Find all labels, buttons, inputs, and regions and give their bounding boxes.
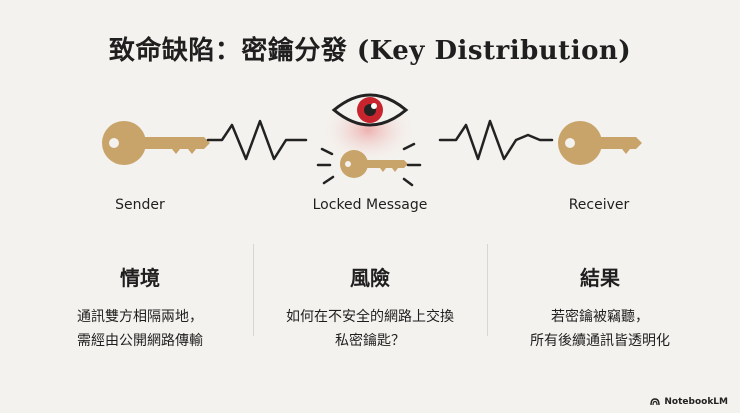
context-line-1: 通訊雙方相隔兩地， <box>77 309 203 325</box>
locked-message-key-icon <box>340 150 408 178</box>
column-divider <box>253 244 254 336</box>
alert-lines <box>316 142 422 187</box>
result-line-2: 所有後續通訊皆透明化 <box>530 333 670 349</box>
sender-label: Sender <box>115 197 165 213</box>
context-column: 情境 通訊雙方相隔兩地， 需經由公開網路傳輸 <box>25 262 255 353</box>
column-divider <box>487 244 488 336</box>
right-transmission-line <box>438 119 554 161</box>
page-title: 致命缺陷：密鑰分發 (Key Distribution) <box>108 36 632 66</box>
result-line-1: 若密鑰被竊聽， <box>551 309 649 325</box>
risk-column: 風險 如何在不安全的網路上交換 私密鑰匙？ <box>255 262 485 353</box>
risk-line-1: 如何在不安全的網路上交換 <box>286 309 454 325</box>
notebooklm-icon <box>650 398 661 406</box>
notebooklm-logo: NotebookLM <box>650 397 728 407</box>
risk-line-2: 私密鑰匙？ <box>335 333 405 349</box>
result-column: 結果 若密鑰被竊聽， 所有後續通訊皆透明化 <box>485 262 715 353</box>
context-line-2: 需經由公開網路傳輸 <box>77 333 203 349</box>
sender-key-icon <box>102 121 210 165</box>
eye-icon <box>331 93 409 127</box>
left-transmission-line <box>206 119 308 161</box>
brand-text: NotebookLM <box>664 397 728 407</box>
result-heading: 結果 <box>580 266 620 290</box>
receiver-key-icon <box>558 121 642 165</box>
receiver-label: Receiver <box>568 197 630 213</box>
key-distribution-diagram <box>102 93 642 187</box>
context-heading: 情境 <box>120 266 160 290</box>
locked-message-label: Locked Message <box>312 197 428 213</box>
risk-heading: 風險 <box>350 266 390 290</box>
